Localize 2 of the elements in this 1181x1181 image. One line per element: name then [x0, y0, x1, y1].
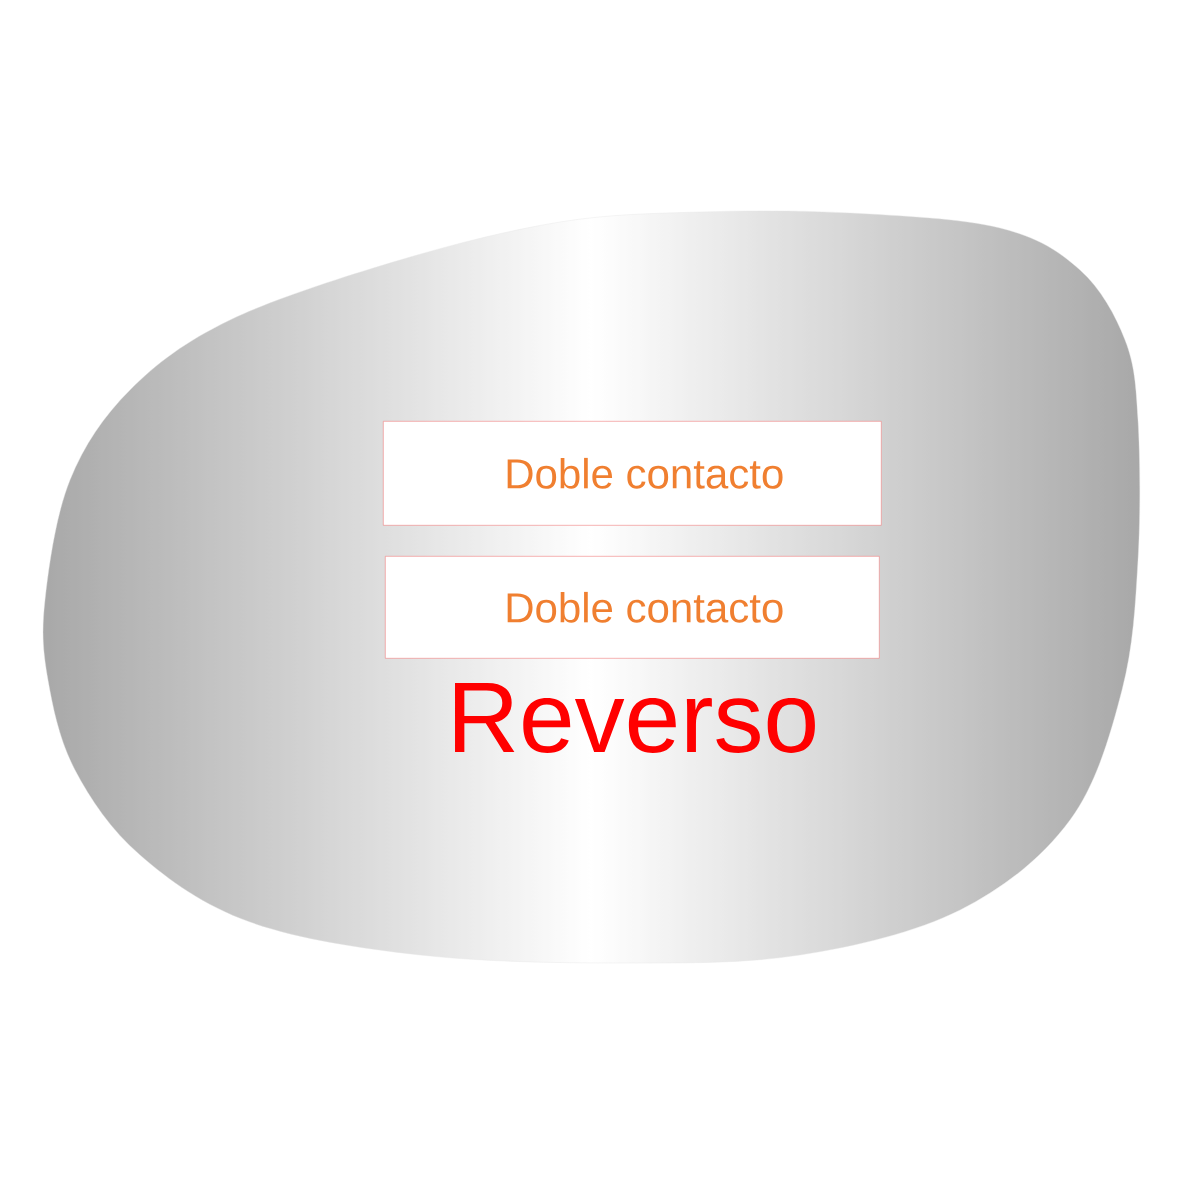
contact-pad: Doble contacto — [385, 556, 880, 659]
contact-pad: Doble contacto — [383, 421, 882, 526]
